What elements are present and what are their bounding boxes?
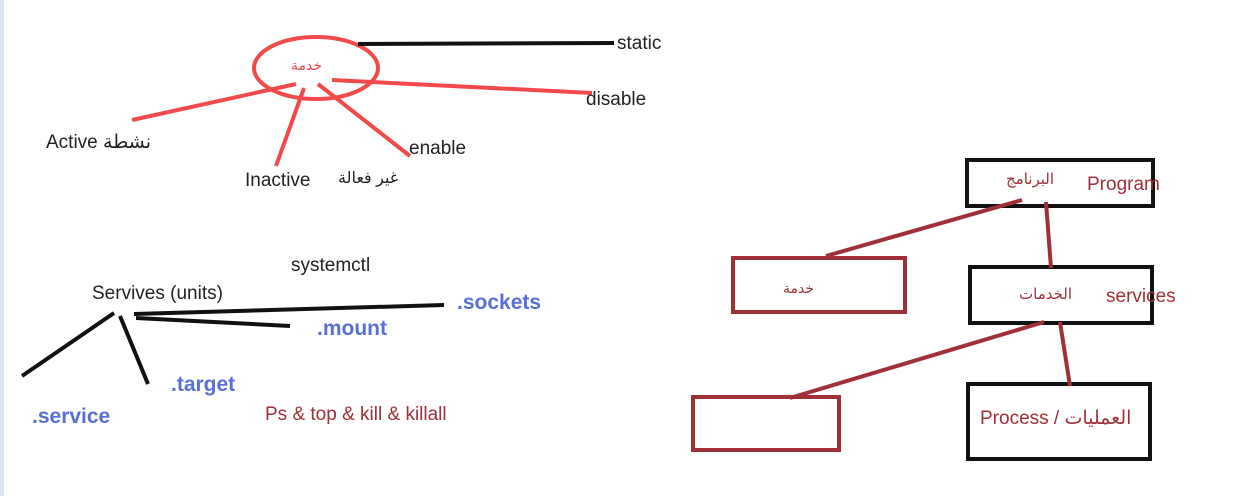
link-services-empty <box>789 320 1045 400</box>
line-to-static <box>357 41 615 46</box>
service-unit-label: .service <box>32 405 111 428</box>
service-center-label: خدمة <box>291 57 323 73</box>
inactive-label: Inactive <box>245 170 311 191</box>
window-edge <box>0 0 4 496</box>
line-to-sockets <box>133 303 445 316</box>
line-to-disable <box>331 78 593 95</box>
program-box <box>965 158 1155 208</box>
service-box <box>731 256 907 314</box>
enable-label: enable <box>409 138 467 159</box>
services-arabic-label: الخدمات <box>1019 286 1073 303</box>
mount-label: .mount <box>317 317 387 340</box>
process-box <box>966 382 1152 461</box>
target-label: .target <box>171 373 236 396</box>
inactive-arabic-label: غير فعالة <box>338 170 399 187</box>
static-label: static <box>617 33 662 54</box>
line-to-service <box>20 311 116 378</box>
line-to-active <box>131 82 297 122</box>
link-program-service <box>825 198 1023 258</box>
process-tools-label: Ps & top & kill & killall <box>265 404 447 425</box>
line-to-mount <box>135 316 291 328</box>
process-label: العمليات / Process <box>980 408 1132 429</box>
program-label: Program <box>1087 174 1160 195</box>
line-to-enable <box>316 82 412 158</box>
service-box-label: خدمة <box>783 280 815 296</box>
sockets-label: .sockets <box>457 291 542 314</box>
services-label: services <box>1106 286 1176 307</box>
line-to-inactive <box>274 87 306 167</box>
active-label: نشطة Active <box>46 132 152 153</box>
link-program-services <box>1044 201 1053 269</box>
units-root-label: Servives (units) <box>92 283 223 304</box>
program-arabic-label: البرنامج <box>1006 171 1055 188</box>
link-services-process <box>1058 321 1072 387</box>
line-to-target <box>118 315 150 385</box>
service-ellipse <box>252 35 380 101</box>
empty-box <box>691 395 841 452</box>
disable-label: disable <box>586 89 647 110</box>
systemctl-label: systemctl <box>291 255 371 276</box>
